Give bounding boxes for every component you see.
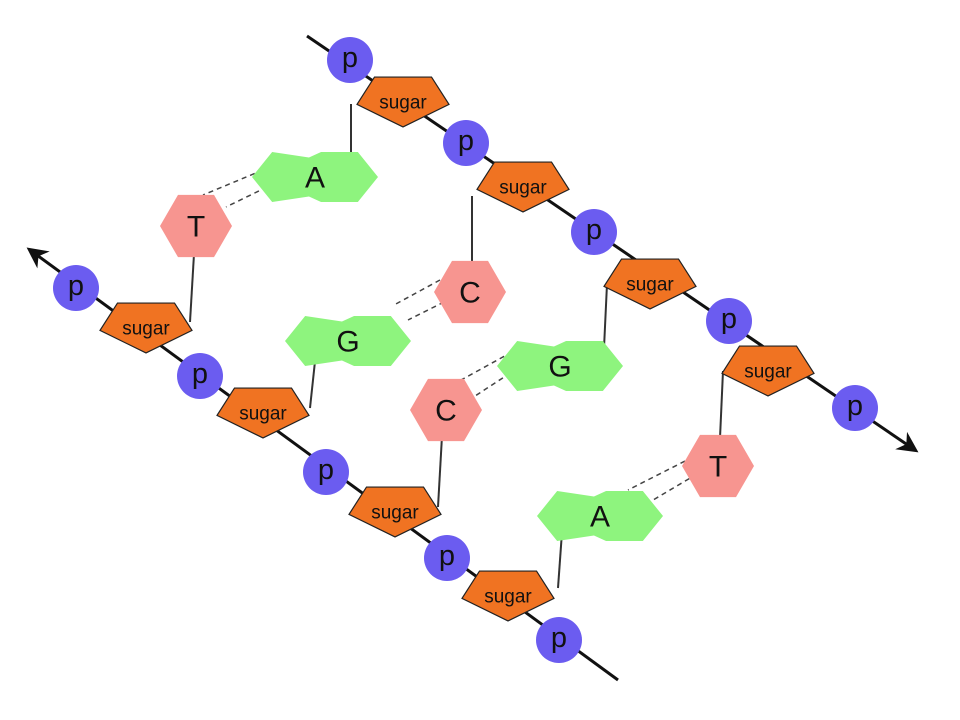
hydrogen-bond-2-2 [407,301,445,321]
phosphate-label: p [551,622,567,654]
sugar-base-bond-lower-3 [437,435,443,508]
base-upper-4-label: T [709,451,727,484]
phosphate-lower-2 [177,353,223,399]
phosphate-label: p [847,390,863,422]
base-lower-4 [537,491,663,541]
sugar-lower-4 [461,570,555,622]
sugar-label: sugar [371,503,419,524]
phosphate-label: p [318,454,334,486]
phosphate-label: p [721,303,737,335]
sugar-label: sugar [239,404,287,425]
phosphate-lower-4 [424,535,470,581]
phosphate-lower-1 [53,265,99,311]
base-upper-3 [497,341,623,391]
sugar-label: sugar [379,93,427,114]
sugar-label: sugar [499,178,547,199]
sugar-lower-1 [99,302,193,354]
sugar-upper-1 [356,76,450,128]
sugar-label: sugar [484,587,532,608]
sugar-label: sugar [744,362,792,383]
base-upper-3-label: G [548,351,571,384]
sugar-upper-4 [721,345,815,397]
base-upper-1-label: A [305,162,325,195]
base-lower-1-label: T [187,211,205,244]
phosphate-label: p [342,42,358,74]
sugar-base-bond-upper-3 [603,283,608,349]
phosphate-upper-3 [571,209,617,255]
shape-layer: ppppppppppsugarsugarsugarsugarsugarsugar… [53,37,878,663]
phosphate-label: p [192,358,208,390]
hydrogen-bond-1-2 [225,186,268,208]
base-upper-2 [434,260,506,324]
sugar-lower-3 [348,486,442,538]
phosphate-upper-4 [706,298,752,344]
base-upper-2-label: C [459,277,481,310]
phosphate-upper-5 [832,385,878,431]
sugar-base-bond-lower-4 [557,531,563,589]
sugar-base-bond-upper-4 [719,370,724,439]
sugar-upper-2 [476,161,570,213]
base-upper-4 [682,434,754,498]
base-lower-3 [410,378,482,442]
hydrogen-bond-4-2 [647,473,698,504]
hydrogen-bond-2-1 [393,279,441,306]
phosphate-lower-5 [536,617,582,663]
phosphate-upper-2 [443,120,489,166]
phosphate-label: p [439,540,455,572]
sugar-lower-2 [216,387,310,439]
phosphate-upper-1 [327,37,373,83]
sugar-upper-3 [603,258,697,310]
phosphate-label: p [68,270,84,302]
hydrogen-bond-1-1 [202,169,264,196]
hydrogen-bond-4-1 [627,456,694,491]
phosphate-label: p [458,125,474,157]
phosphate-label: p [586,214,602,246]
base-lower-3-label: C [435,395,457,428]
sugar-label: sugar [626,275,674,296]
base-lower-2 [285,316,411,366]
phosphate-lower-3 [303,449,349,495]
sugar-label: sugar [122,319,170,340]
sugar-base-bond-lower-1 [189,253,195,323]
base-upper-1 [252,152,378,202]
base-lower-2-label: G [336,326,359,359]
base-lower-4-label: A [590,501,610,534]
base-lower-1 [160,194,232,258]
